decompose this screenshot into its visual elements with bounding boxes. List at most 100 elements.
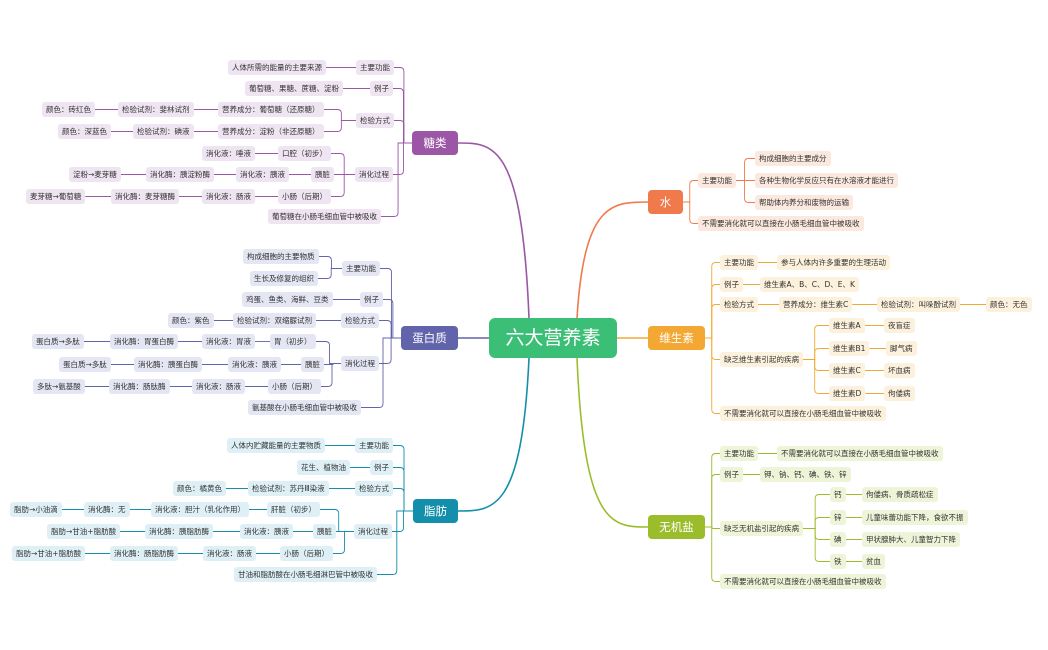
sugar-pancreas-result[interactable]: 淀粉→麦芽糖: [69, 167, 121, 182]
protein-pancreas-result[interactable]: 蛋白质→多肽: [59, 357, 111, 372]
sugar-function-label[interactable]: 主要功能: [356, 60, 394, 75]
protein-function-desc2[interactable]: 生长及修复的组织: [250, 271, 318, 286]
sugar-intestine-juice[interactable]: 消化液：肠液: [202, 189, 255, 204]
branch-vitamin[interactable]: 维生素: [648, 326, 705, 350]
vitamin-def-vit-3[interactable]: 维生素D: [829, 386, 866, 401]
sugar-pancreas-organ[interactable]: 胰脏: [311, 167, 334, 182]
protein-pancreas-enzyme[interactable]: 消化酶：胰蛋白酶: [134, 357, 202, 372]
fat-liver-result[interactable]: 脂肪→小油滴: [10, 502, 62, 517]
sugar-absorb[interactable]: 葡萄糖在小肠毛细血管中被吸收: [268, 209, 381, 224]
sugar-pancreas-juice[interactable]: 消化液：胰液: [236, 167, 289, 182]
sugar-test-color-1[interactable]: 颜色：砖红色: [42, 102, 95, 117]
sugar-test-color-2[interactable]: 颜色：深蓝色: [58, 124, 111, 139]
fat-pancreas-juice[interactable]: 消化液：胰液: [240, 524, 293, 539]
vitamin-def-vit-0[interactable]: 维生素A: [829, 318, 865, 333]
mineral-def-disease-3[interactable]: 贫血: [862, 554, 885, 569]
protein-function-desc1[interactable]: 构成细胞的主要物质: [243, 249, 319, 264]
protein-stomach-juice[interactable]: 消化液：胃液: [202, 334, 255, 349]
mineral-deficiency-label[interactable]: 缺乏无机盐引起的疾病: [720, 521, 803, 536]
branch-fat[interactable]: 脂肪: [413, 499, 458, 523]
branch-protein[interactable]: 蛋白质: [401, 326, 458, 350]
branch-mineral[interactable]: 无机盐: [648, 515, 705, 539]
vitamin-example-desc[interactable]: 维生素A、B、C、D、E、K: [760, 277, 859, 292]
vitamin-example-label[interactable]: 例子: [720, 277, 743, 292]
fat-intestine-organ[interactable]: 小肠（后期）: [280, 546, 333, 561]
vitamin-def-disease-1[interactable]: 脚气病: [886, 341, 917, 356]
fat-test-label[interactable]: 检验方式: [355, 481, 393, 496]
mineral-def-el-2[interactable]: 碘: [830, 532, 846, 547]
mineral-def-el-3[interactable]: 铁: [830, 554, 846, 569]
protein-stomach-organ[interactable]: 胃（初步）: [270, 334, 316, 349]
vitamin-def-disease-0[interactable]: 夜盲症: [884, 318, 915, 333]
fat-liver-enzyme[interactable]: 消化酶：无: [84, 502, 130, 517]
fat-test-reagent[interactable]: 检验试剂：苏丹Ⅲ染液: [248, 481, 329, 496]
protein-example-label[interactable]: 例子: [360, 292, 383, 307]
mineral-def-el-1[interactable]: 锌: [830, 510, 846, 525]
vitamin-test-color[interactable]: 颜色：无色: [986, 297, 1032, 312]
sugar-test-nutrient-1[interactable]: 营养成分：葡萄糖（还原糖）: [218, 102, 324, 117]
sugar-mouth-organ[interactable]: 口腔（初步）: [278, 146, 331, 161]
mineral-example-label[interactable]: 例子: [720, 467, 743, 482]
fat-intestine-result[interactable]: 脂肪→甘油+脂肪酸: [12, 546, 86, 561]
fat-intestine-enzyme[interactable]: 消化酶：肠脂肪酶: [110, 546, 178, 561]
protein-test-label[interactable]: 检验方式: [341, 313, 379, 328]
vitamin-def-disease-2[interactable]: 坏血病: [884, 363, 915, 378]
sugar-example-desc[interactable]: 葡萄糖、果糖、蔗糖、淀粉: [245, 81, 343, 96]
fat-function-label[interactable]: 主要功能: [355, 438, 393, 453]
mineral-example-desc[interactable]: 钾、钠、钙、碘、铁、锌: [760, 467, 851, 482]
vitamin-function-desc[interactable]: 参与人体内许多重要的生理活动: [777, 255, 890, 270]
protein-absorb[interactable]: 氨基酸在小肠毛细血管中被吸收: [248, 400, 361, 415]
vitamin-deficiency-label[interactable]: 缺乏维生素引起的疾病: [720, 352, 803, 367]
fat-intestine-juice[interactable]: 消化液：肠液: [203, 546, 256, 561]
root-node[interactable]: 六大营养素: [489, 318, 617, 358]
protein-pancreas-organ[interactable]: 胰脏: [301, 357, 324, 372]
water-function-label[interactable]: 主要功能: [698, 173, 736, 188]
branch-sugar[interactable]: 糖类: [412, 131, 458, 155]
fat-liver-juice[interactable]: 消化液：胆汁（乳化作用）: [151, 502, 249, 517]
fat-liver-organ[interactable]: 肝脏（初步）: [267, 502, 320, 517]
protein-pancreas-juice[interactable]: 消化液：胰液: [228, 357, 281, 372]
protein-digest-label[interactable]: 消化过程: [341, 356, 379, 371]
mineral-def-el-0[interactable]: 钙: [830, 487, 846, 502]
fat-absorb[interactable]: 甘油和脂肪酸在小肠毛细淋巴管中被吸收: [234, 567, 377, 582]
sugar-test-reagent-1[interactable]: 检验试剂：斐林试剂: [118, 102, 194, 117]
vitamin-def-vit-2[interactable]: 维生素C: [829, 363, 865, 378]
protein-stomach-result[interactable]: 蛋白质→多肽: [32, 334, 84, 349]
sugar-intestine-result[interactable]: 麦芽糖→葡萄糖: [26, 189, 86, 204]
water-absorb[interactable]: 不需要消化就可以直接在小肠毛细血管中被吸收: [698, 216, 864, 231]
vitamin-function-label[interactable]: 主要功能: [720, 255, 758, 270]
fat-example-desc[interactable]: 花生、植物油: [297, 460, 350, 475]
vitamin-def-vit-1[interactable]: 维生素B1: [829, 341, 870, 356]
water-function-d2[interactable]: 各种生物化学反应只有在水溶液才能进行: [755, 173, 898, 188]
vitamin-test-label[interactable]: 检验方式: [720, 297, 758, 312]
sugar-intestine-enzyme[interactable]: 消化酶：麦芽糖酶: [111, 189, 179, 204]
protein-intestine-result[interactable]: 多肽→氨基酸: [33, 379, 85, 394]
fat-test-color[interactable]: 颜色：橘黄色: [173, 481, 226, 496]
protein-example-desc[interactable]: 鸡蛋、鱼类、海鲜、豆类: [242, 292, 333, 307]
fat-example-label[interactable]: 例子: [370, 460, 393, 475]
fat-function-desc[interactable]: 人体内贮藏能量的主要物质: [227, 438, 325, 453]
sugar-example-label[interactable]: 例子: [370, 81, 393, 96]
mineral-def-disease-1[interactable]: 儿童味蕾功能下降，食欲不振: [862, 510, 968, 525]
mineral-function-label[interactable]: 主要功能: [720, 446, 758, 461]
vitamin-test-nutrient[interactable]: 营养成分：维生素C: [779, 297, 853, 312]
sugar-digest-label[interactable]: 消化过程: [355, 167, 393, 182]
fat-pancreas-result[interactable]: 脂肪→甘油+脂肪酸: [47, 524, 121, 539]
branch-water[interactable]: 水: [648, 190, 683, 214]
vitamin-test-reagent[interactable]: 检验试剂：叫哚酚试剂: [877, 297, 960, 312]
water-function-d3[interactable]: 帮助体内养分和废物的运输: [755, 195, 853, 210]
mineral-def-disease-0[interactable]: 佝偻病、骨质疏松症: [862, 487, 938, 502]
fat-pancreas-organ[interactable]: 胰脏: [313, 524, 336, 539]
fat-pancreas-enzyme[interactable]: 消化酶：胰脂肪酶: [145, 524, 213, 539]
sugar-test-label[interactable]: 检验方式: [356, 113, 394, 128]
protein-intestine-juice[interactable]: 消化液：肠液: [192, 379, 245, 394]
sugar-test-reagent-2[interactable]: 检验试剂：碘液: [133, 124, 194, 139]
sugar-mouth-juice[interactable]: 消化液：唾液: [202, 146, 255, 161]
sugar-test-nutrient-2[interactable]: 营养成分：淀粉（非还原糖）: [218, 124, 324, 139]
sugar-pancreas-enzyme[interactable]: 消化酶：胰淀粉酶: [146, 167, 214, 182]
protein-intestine-organ[interactable]: 小肠（后期）: [268, 379, 321, 394]
protein-test-reagent[interactable]: 检验试剂：双缩脲试剂: [233, 313, 316, 328]
mineral-absorb[interactable]: 不需要消化就可以直接在小肠毛细血管中被吸收: [720, 574, 886, 589]
mineral-def-disease-2[interactable]: 甲状腺肿大、儿童智力下降: [862, 532, 960, 547]
water-function-d1[interactable]: 构成细胞的主要成分: [755, 151, 831, 166]
